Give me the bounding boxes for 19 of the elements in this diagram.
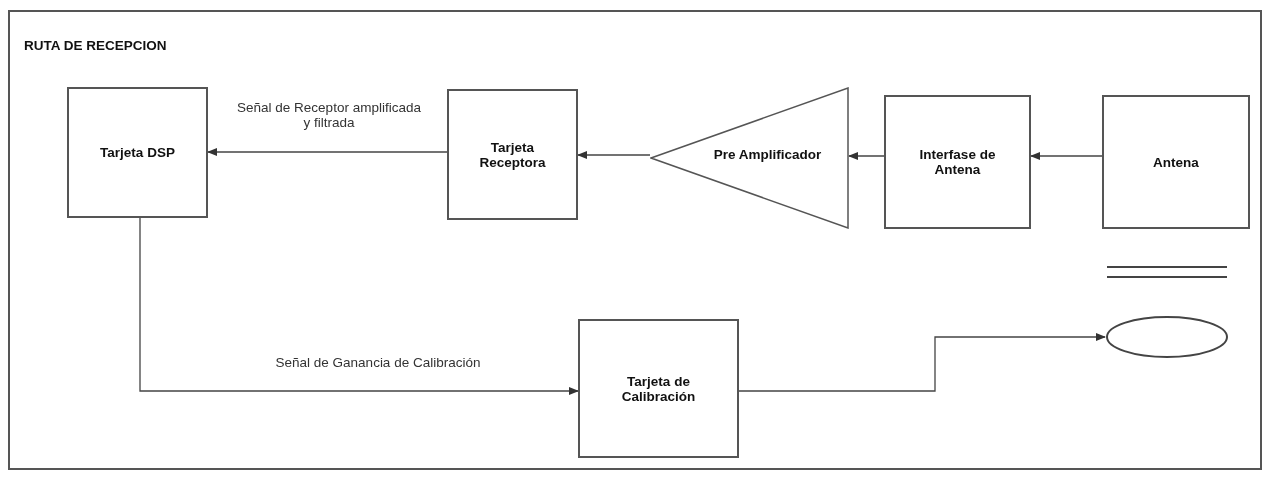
node-label: Interfase de Antena (918, 147, 997, 177)
process-box (447, 89, 578, 220)
node-label: Antena (1153, 154, 1199, 170)
arrow (1029, 151, 1103, 161)
arrow (206, 147, 448, 157)
process-box (578, 319, 739, 458)
node-label: Tarjeta DSP (100, 145, 175, 160)
process-box (67, 87, 208, 218)
arrow (738, 332, 1107, 392)
arrow (847, 151, 885, 161)
process-box (884, 95, 1031, 229)
arrow (139, 217, 580, 396)
node-label: Pre Amplificador (713, 146, 822, 162)
process-box (1102, 95, 1250, 229)
arrow (576, 150, 651, 160)
diagram-title: RUTA DE RECEPCION (24, 38, 167, 53)
amplifier-triangle (650, 87, 849, 229)
node-label: Tarjeta de Calibración (620, 373, 697, 404)
node-label: Tarjeta Receptora (478, 139, 547, 170)
